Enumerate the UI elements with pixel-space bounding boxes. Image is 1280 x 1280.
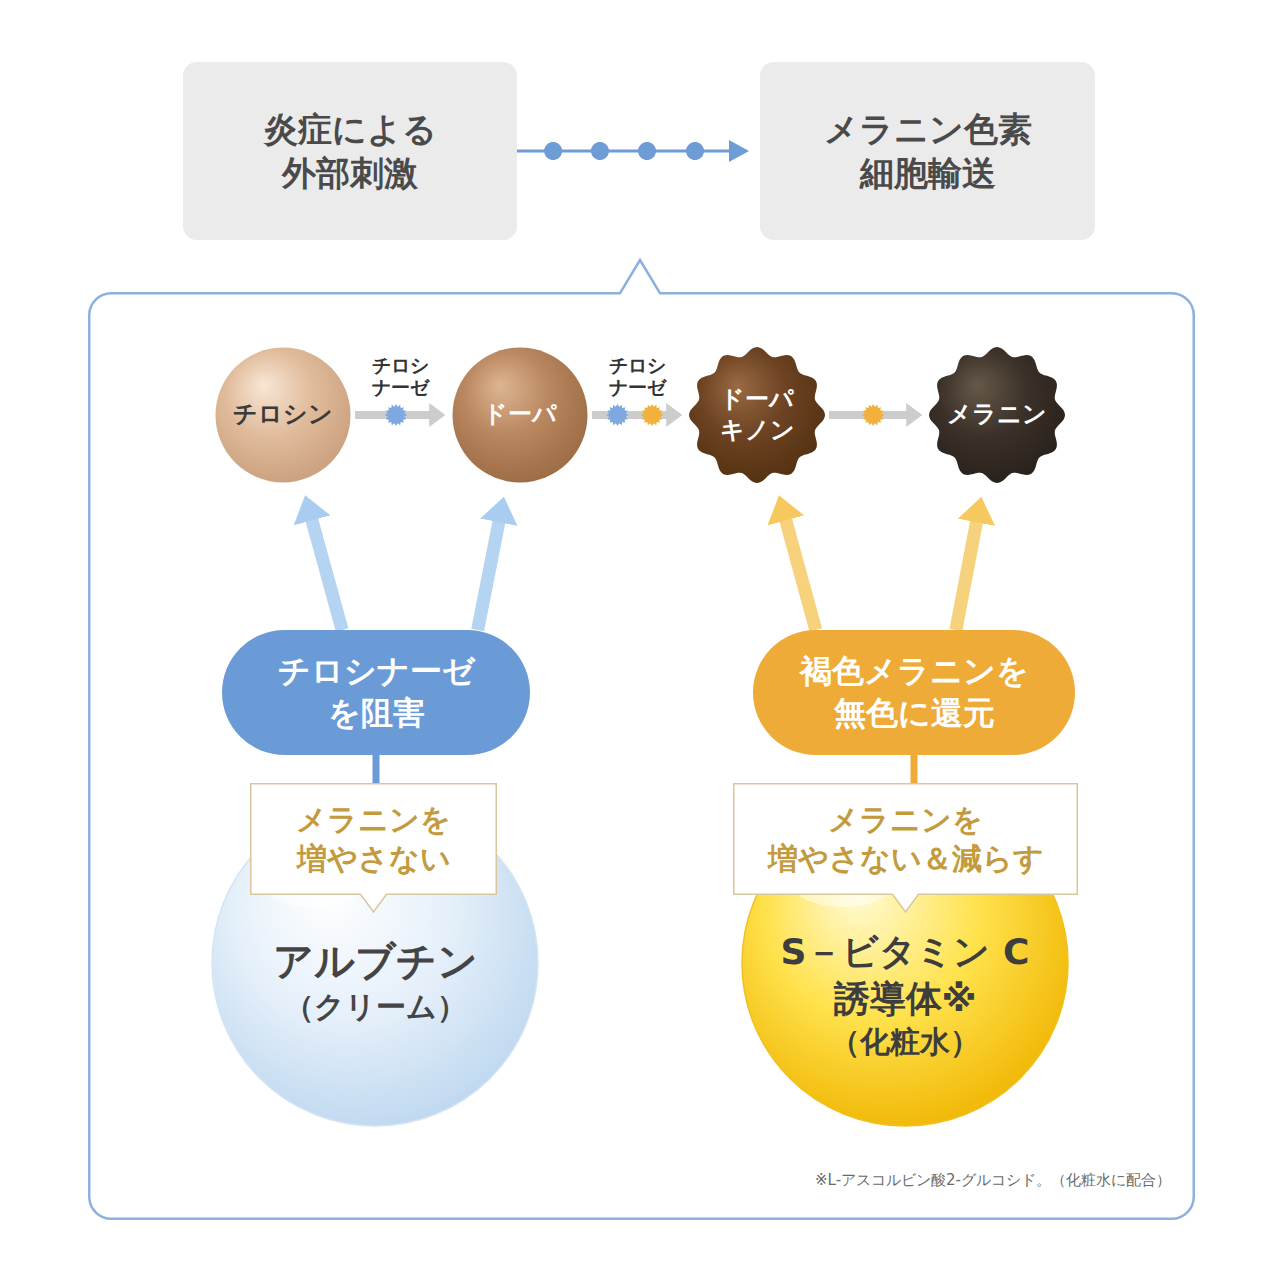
sphere-body [742, 800, 1068, 1126]
text-area: チロシナーゼ を阻害 [222, 630, 530, 755]
compound-blob-shape [689, 347, 825, 483]
callout-outline [733, 783, 1078, 895]
enzyme-label-box: チロシ ナーゼ [361, 355, 441, 399]
enzyme-dot [686, 142, 704, 160]
arrow-connector [956, 521, 977, 630]
node-label: S－ビタミン C 誘導体※ [755, 929, 1055, 1023]
node-label: 褐色メラニンを 無色に還元 [789, 651, 1039, 734]
compound-disc [453, 348, 588, 483]
compound-circle: ドーパ [452, 347, 588, 483]
node-label: ドーパ キノン [707, 384, 807, 446]
arrow-connector [373, 755, 380, 783]
compound-disc [216, 348, 351, 483]
arrow-connector [312, 519, 342, 630]
process-panel: ※L-アスコルビン酸2-グルコシド。（化粧水に配合） チロシン ドーパ ドーパ キノン… [88, 292, 1195, 1220]
text-area: メラニンを 増やさない [250, 783, 497, 895]
enzyme-label-box: チロシ ナーゼ [598, 355, 678, 399]
node-label: メラニンを 増やさない [274, 800, 474, 878]
sphere-highlight [790, 855, 895, 907]
text-area: メラニンを 増やさない＆減らす [733, 783, 1078, 895]
enzyme-label: チロシ ナーゼ [598, 355, 678, 399]
wavy-outline [689, 347, 825, 483]
compound-circle: チロシン [215, 347, 351, 483]
text-area: ドーパ [452, 347, 588, 483]
effect-callout: メラニンを 増やさない [250, 783, 497, 895]
node-label: ドーパ [483, 399, 557, 430]
stage-box: メラニン色素 細胞輸送 [760, 62, 1095, 240]
stage-box: 炎症による 外部刺激 [183, 62, 517, 240]
callout-outline [250, 783, 497, 895]
arrow-connector [478, 521, 499, 630]
action-pill: チロシナーゼ を阻害 [222, 630, 530, 755]
node-label: アルブチン [273, 935, 478, 987]
arrow-connector [785, 519, 815, 630]
panel-outline [89, 260, 1194, 1219]
text-area: メラニン [929, 347, 1065, 483]
enzyme-dot [544, 142, 562, 160]
enzyme-dot [862, 404, 884, 426]
node-label: メラニン色素 細胞輸送 [808, 107, 1048, 195]
compound-blob: メラニン [929, 347, 1065, 483]
compound-blob-shape [929, 347, 1065, 483]
callout-bubble [734, 784, 1078, 912]
node-label: メラニンを 増やさない＆減らす [756, 800, 1056, 878]
node-label: チロシン [233, 399, 333, 430]
enzyme-dot [638, 142, 656, 160]
enzyme-label: チロシ ナーゼ [361, 355, 441, 399]
node-label: チロシナーゼ を阻害 [266, 651, 486, 734]
text-area: メラニン色素 細胞輸送 [760, 62, 1095, 240]
compound-blob: ドーパ キノン [689, 347, 825, 483]
enzyme-dot [606, 404, 628, 426]
node-label: ※L-アスコルビン酸2-グルコシド。（化粧水に配合） [815, 1171, 1171, 1191]
node-sublabel: （化粧水） [830, 1022, 980, 1061]
text-area: ドーパ キノン [689, 347, 825, 483]
node-label: 炎症による 外部刺激 [235, 107, 465, 195]
node-label: メラニン [947, 399, 1047, 430]
text-area: 褐色メラニンを 無色に還元 [753, 630, 1075, 755]
text-area: 炎症による 外部刺激 [183, 62, 517, 240]
effect-callout: メラニンを 増やさない＆減らす [733, 783, 1078, 895]
enzyme-dot [385, 404, 407, 426]
enzyme-dot [591, 142, 609, 160]
sphere-body [212, 800, 538, 1126]
callout-bubble [251, 784, 497, 912]
enzyme-dot [641, 404, 663, 426]
node-sublabel: （クリーム） [284, 987, 467, 1026]
arrow-connector [911, 755, 918, 783]
sphere-highlight [260, 855, 365, 907]
action-pill: 褐色メラニンを 無色に還元 [753, 630, 1075, 755]
text-area: チロシン [215, 347, 351, 483]
